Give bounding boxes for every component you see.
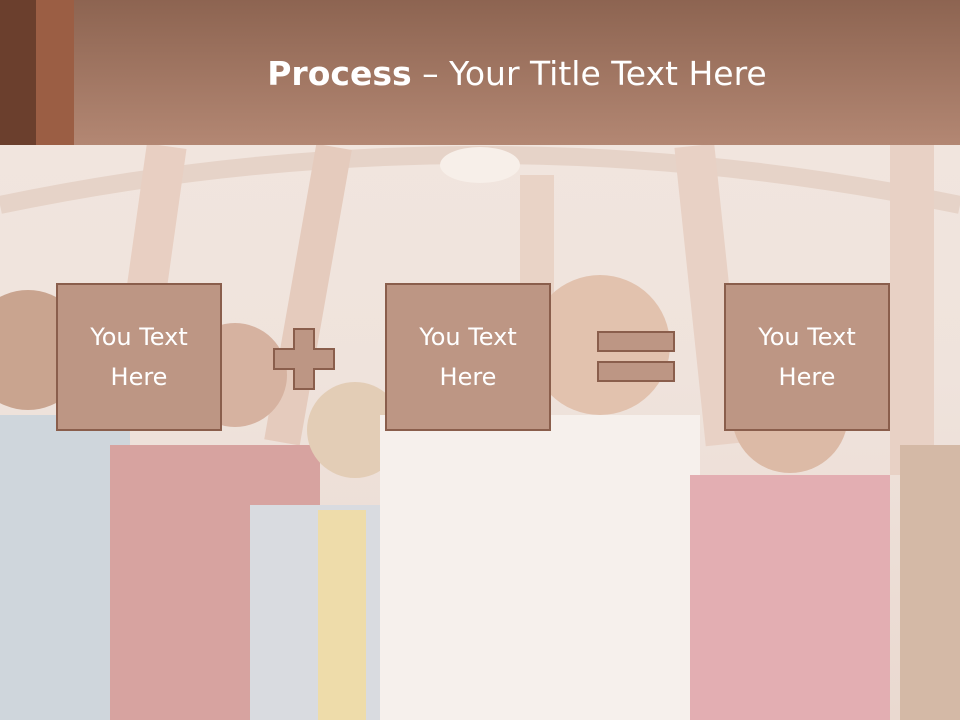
header-accent-medium xyxy=(36,0,74,145)
process-box-1-label: You Text Here xyxy=(74,317,204,397)
process-box-1-line1: You Text xyxy=(90,323,188,351)
process-box-3-line2: Here xyxy=(778,363,836,391)
process-box-3-line1: You Text xyxy=(758,323,856,351)
equals-icon xyxy=(597,331,675,382)
slide-title-strong: Process xyxy=(267,54,412,93)
process-box-1[interactable]: You Text Here xyxy=(56,283,222,431)
header-bar: Process – Your Title Text Here xyxy=(0,0,960,145)
process-box-3[interactable]: You Text Here xyxy=(724,283,890,431)
process-box-2[interactable]: You Text Here xyxy=(385,283,551,431)
slide-title: Process – Your Title Text Here xyxy=(74,52,960,96)
process-box-3-label: You Text Here xyxy=(742,317,872,397)
header-accent-dark xyxy=(0,0,36,145)
background-photo xyxy=(0,145,960,720)
process-box-2-label: You Text Here xyxy=(403,317,533,397)
process-box-2-line1: You Text xyxy=(419,323,517,351)
process-box-1-line2: Here xyxy=(110,363,168,391)
plus-icon xyxy=(273,328,335,390)
process-box-2-line2: Here xyxy=(439,363,497,391)
children-raising-hands-illustration xyxy=(0,145,960,720)
slide-title-rest: – Your Title Text Here xyxy=(411,54,767,93)
